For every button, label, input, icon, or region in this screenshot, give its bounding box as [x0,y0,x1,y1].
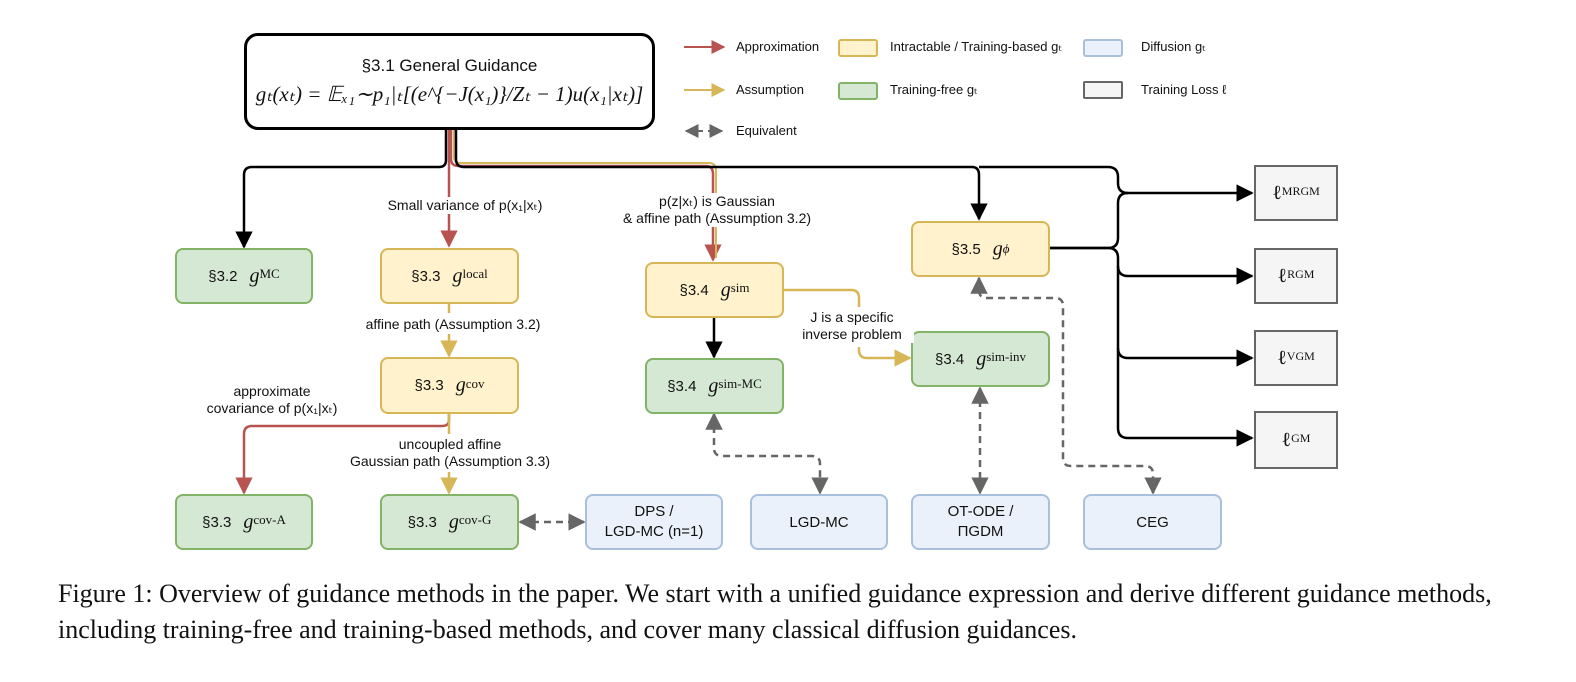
node-g-cov-a-section: §3.3 [202,513,232,531]
node-loss-vgm-symbol: ℓ [1277,346,1287,369]
node-g-sim-mc-superscript: sim-MC [718,376,762,391]
legend-training-free-swatch [838,82,878,100]
node-loss-rgm-symbol: ℓ [1277,264,1288,287]
legend-approximation-label: Approximation [736,39,820,54]
legend-intractable-swatch [838,39,878,57]
node-ceg-text: CEG [1136,513,1169,531]
node-g-phi-section: §3.5 [951,240,981,258]
label-inverse-problem: J is a specific inverse problem [790,309,914,343]
node-lgd-mc: LGD-MC [750,494,888,550]
node-ot-ode: OT-ODE / ΠGDM [911,494,1050,550]
node-g-cov-a-superscript: cov-A [253,512,286,527]
node-g-local-symbol: g [452,264,463,287]
node-g-sim-superscript: sim [730,280,750,295]
node-loss-mrgm-symbol: ℓ [1272,181,1282,204]
node-loss-gm-symbol: ℓ [1281,428,1292,451]
label-small-variance: Small variance of p(x₁|xₜ) [360,197,570,214]
edge-simmc-lgdmc [705,412,829,495]
node-g-cov-superscript: cov [465,375,485,391]
edge-phi-to-rgm [1048,246,1254,285]
node-g-sim-inv-section: §3.4 [935,350,965,368]
edge-phi-ceg [970,276,1162,495]
node-ceg: CEG [1083,494,1222,550]
node-g-sim-mc-symbol: g [708,374,719,397]
node-loss-gm-superscript: GM [1291,430,1311,445]
legend-training-loss-swatch [1083,81,1123,99]
edge-main-to-phi [454,130,988,221]
label-uncoupled-affine: uncoupled affine Gaussian path (Assumpti… [330,436,570,470]
node-g-sim-section: §3.4 [679,281,709,299]
node-g-sim-mc-section: §3.4 [667,377,697,395]
node-loss-mrgm-superscript: MRGM [1281,183,1320,198]
node-g-cov-g-superscript: cov-G [458,512,492,527]
node-g-sim-inv-superscript: sim-inv [986,349,1026,364]
edge-sim-to-siminv-b [857,347,912,367]
legend-training-free-label: Training-free gₜ [890,82,978,97]
node-g-cov-g-symbol: g [448,510,459,533]
node-ot-ode-text: OT-ODE / ΠGDM [947,503,1014,540]
general-guidance-equation: gₜ(xₜ) = 𝔼ₓ₁∼p₁|ₜ[(e^{−J(x₁)}/Zₜ − 1)u(x… [255,82,644,106]
general-guidance-box: §3.1 General Guidance gₜ(xₜ) = 𝔼ₓ₁∼p₁|ₜ[… [244,33,655,130]
node-dps-text: DPS / LGD-MC (n=1) [604,503,704,540]
node-g-sim-inv-symbol: g [976,347,987,370]
node-dps: DPS / LGD-MC (n=1) [585,494,723,550]
node-g-phi-subscript: ϕ [1002,241,1010,256]
node-g-mc-section: §3.2 [208,267,238,285]
legend-assumption-label: Assumption [736,82,804,97]
label-approx-covariance: approximate covariance of p(x₁|xₜ) [206,383,338,416]
node-g-phi-symbol: g [992,237,1003,260]
legend-intractable-label: Intractable / Training-based gₜ [890,39,1063,54]
edge-main-to-mc [235,130,448,249]
node-g-cov-section: §3.3 [414,377,444,394]
node-g-cov-g-section: §3.3 [407,513,437,531]
edge-sim-to-siminv [783,288,861,307]
node-g-local-superscript: local [462,266,488,281]
legend-diffusion-label: Diffusion gₜ [1141,39,1207,54]
edge-phi-to-gm [1116,348,1254,447]
figure-caption: Figure 1: Overview of guidance methods i… [58,579,1492,644]
edge-main-to-mrgm [979,165,1254,202]
node-loss-vgm-superscript: VGM [1286,348,1315,363]
general-guidance-title: §3.1 General Guidance [361,56,538,75]
node-g-cov-symbol: g [455,374,466,396]
node-g-mc-superscript: MC [259,266,280,281]
legend-training-loss-label: Training Loss ℓ [1141,82,1227,97]
node-g-cov-a-symbol: g [243,510,254,533]
label-affine-path: affine path (Assumption 3.2) [348,316,558,333]
label-gaussian-affine: p(z|xₜ) is Gaussian & affine path (Assum… [598,193,836,227]
node-g-local-section: §3.3 [411,267,441,285]
legend-equivalent-label: Equivalent [736,123,797,138]
edge-phi-to-vgm [1116,266,1254,367]
edge-phi-to-mrgm [1048,191,1129,250]
node-lgd-mc-text: LGD-MC [789,513,849,531]
node-g-sim-symbol: g [720,278,731,301]
legend-diffusion-swatch [1083,39,1123,57]
node-g-mc-symbol: g [249,264,260,287]
node-loss-rgm-superscript: RGM [1287,266,1315,281]
